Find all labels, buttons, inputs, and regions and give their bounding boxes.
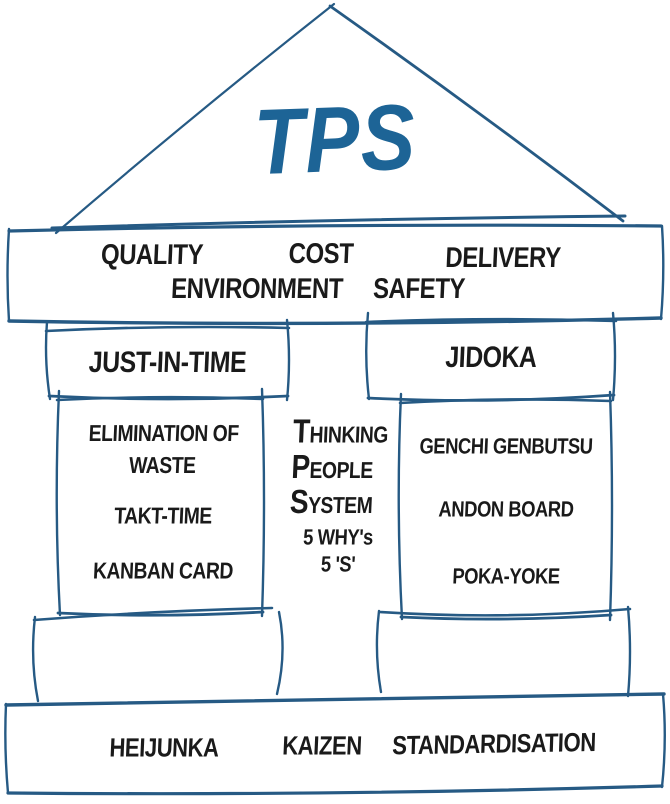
entablature-word-cost: COST bbox=[287, 235, 355, 269]
center-column-thinking-people-system: THINKING PEOPLE SYSTEM bbox=[289, 412, 395, 522]
center-item-5-s: 5 'S' bbox=[320, 552, 356, 577]
right-pillar-foot-box bbox=[375, 605, 632, 698]
left-pillar-item-takt-time: TAKT-TIME bbox=[113, 503, 213, 530]
center-line-system: SYSTEM bbox=[289, 483, 373, 521]
roof-outline bbox=[50, 2, 627, 235]
roof-title: TPS bbox=[252, 85, 418, 195]
base-beam-box bbox=[4, 692, 666, 796]
right-pillar-header-label: JIDOKA bbox=[444, 340, 538, 374]
entablature-word-safety: SAFETY bbox=[372, 270, 466, 304]
entablature-word-quality: QUALITY bbox=[100, 236, 204, 270]
base-word-kaizen: KAIZEN bbox=[281, 731, 363, 762]
right-pillar-item-genchi-genbutsu: GENCHI GENBUTSU bbox=[418, 434, 594, 459]
right-pillar-item-poka-yoke: POKA-YOKE bbox=[451, 564, 561, 589]
left-pillar-body-box bbox=[55, 387, 266, 618]
base-word-standardisation: STANDARDISATION bbox=[391, 727, 597, 761]
left-pillar-header-label: JUST-IN-TIME bbox=[88, 344, 247, 378]
right-pillar-body-box bbox=[397, 390, 614, 622]
entablature-word-delivery: DELIVERY bbox=[444, 239, 562, 273]
left-pillar-foot-box bbox=[31, 606, 284, 703]
center-line-people: PEOPLE bbox=[290, 448, 374, 486]
center-line-thinking: THINKING bbox=[292, 412, 389, 451]
base-word-heijunka: HEIJUNKA bbox=[108, 733, 220, 764]
left-pillar-item-kanban-card: KANBAN CARD bbox=[92, 558, 234, 585]
left-pillar-item-elimination-of-waste: ELIMINATION OF WASTE bbox=[88, 420, 240, 479]
left-pillar-header-box bbox=[44, 318, 291, 402]
entablature-word-environment: ENVIRONMENT bbox=[170, 270, 344, 304]
right-pillar-item-andon-board: ANDON BOARD bbox=[438, 497, 575, 522]
